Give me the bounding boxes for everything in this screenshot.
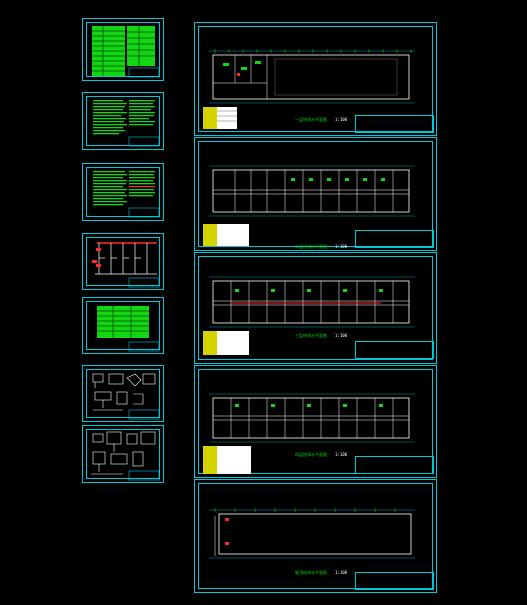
floor-plan-drawing bbox=[203, 393, 415, 474]
floor-plan-drawing bbox=[203, 276, 415, 355]
sheet-thumb-3[interactable] bbox=[82, 163, 164, 221]
sheet-thumb-4[interactable] bbox=[82, 233, 164, 290]
floor-plan-drawing bbox=[203, 165, 415, 246]
roof-plan-drawing bbox=[209, 508, 415, 559]
floor-plan-sheet-2[interactable]: 二层给排水平面图 1:100 bbox=[194, 137, 437, 251]
plan-caption: 一层给排水平面图 bbox=[295, 117, 327, 122]
table-drawing bbox=[97, 306, 160, 352]
plan-caption: 三层给排水平面图 bbox=[295, 333, 327, 338]
sheet-thumb-6[interactable] bbox=[82, 365, 164, 422]
text-drawing bbox=[93, 100, 160, 147]
table-drawing bbox=[92, 26, 160, 78]
detail-drawing bbox=[92, 373, 160, 420]
floor-plan-sheet-5[interactable]: 屋顶给排水平面图 1:100 bbox=[194, 479, 437, 593]
detail-drawing bbox=[91, 431, 160, 481]
floor-plan-drawing bbox=[203, 49, 415, 129]
system-diagram bbox=[92, 242, 160, 288]
title-block bbox=[355, 572, 434, 590]
floor-plan-sheet-4[interactable]: 四层给排水平面图 1:100 bbox=[194, 365, 437, 478]
plan-scale: 1:100 bbox=[335, 244, 348, 249]
title-block bbox=[355, 115, 434, 133]
plan-caption: 屋顶给排水平面图 bbox=[295, 570, 327, 575]
floor-plan-sheet-3[interactable]: 三层给排水平面图 1:100 bbox=[194, 252, 437, 364]
title-block bbox=[355, 341, 434, 359]
sheet-thumb-1[interactable] bbox=[82, 18, 164, 81]
floor-plan-sheet-1[interactable]: 一层给排水平面图 1:100 bbox=[194, 22, 437, 136]
text-drawing bbox=[93, 171, 160, 218]
plan-scale: 1:100 bbox=[335, 570, 348, 575]
title-block bbox=[355, 456, 434, 474]
plan-caption: 四层给排水平面图 bbox=[295, 452, 327, 457]
plan-scale: 1:100 bbox=[335, 333, 348, 338]
plan-caption: 二层给排水平面图 bbox=[295, 244, 327, 249]
sheet-thumb-5[interactable] bbox=[82, 297, 164, 354]
plan-scale: 1:100 bbox=[335, 452, 348, 457]
sheet-thumb-2[interactable] bbox=[82, 92, 164, 150]
title-block bbox=[355, 230, 434, 248]
plan-scale: 1:100 bbox=[335, 117, 348, 122]
sheet-thumb-7[interactable] bbox=[82, 425, 164, 483]
